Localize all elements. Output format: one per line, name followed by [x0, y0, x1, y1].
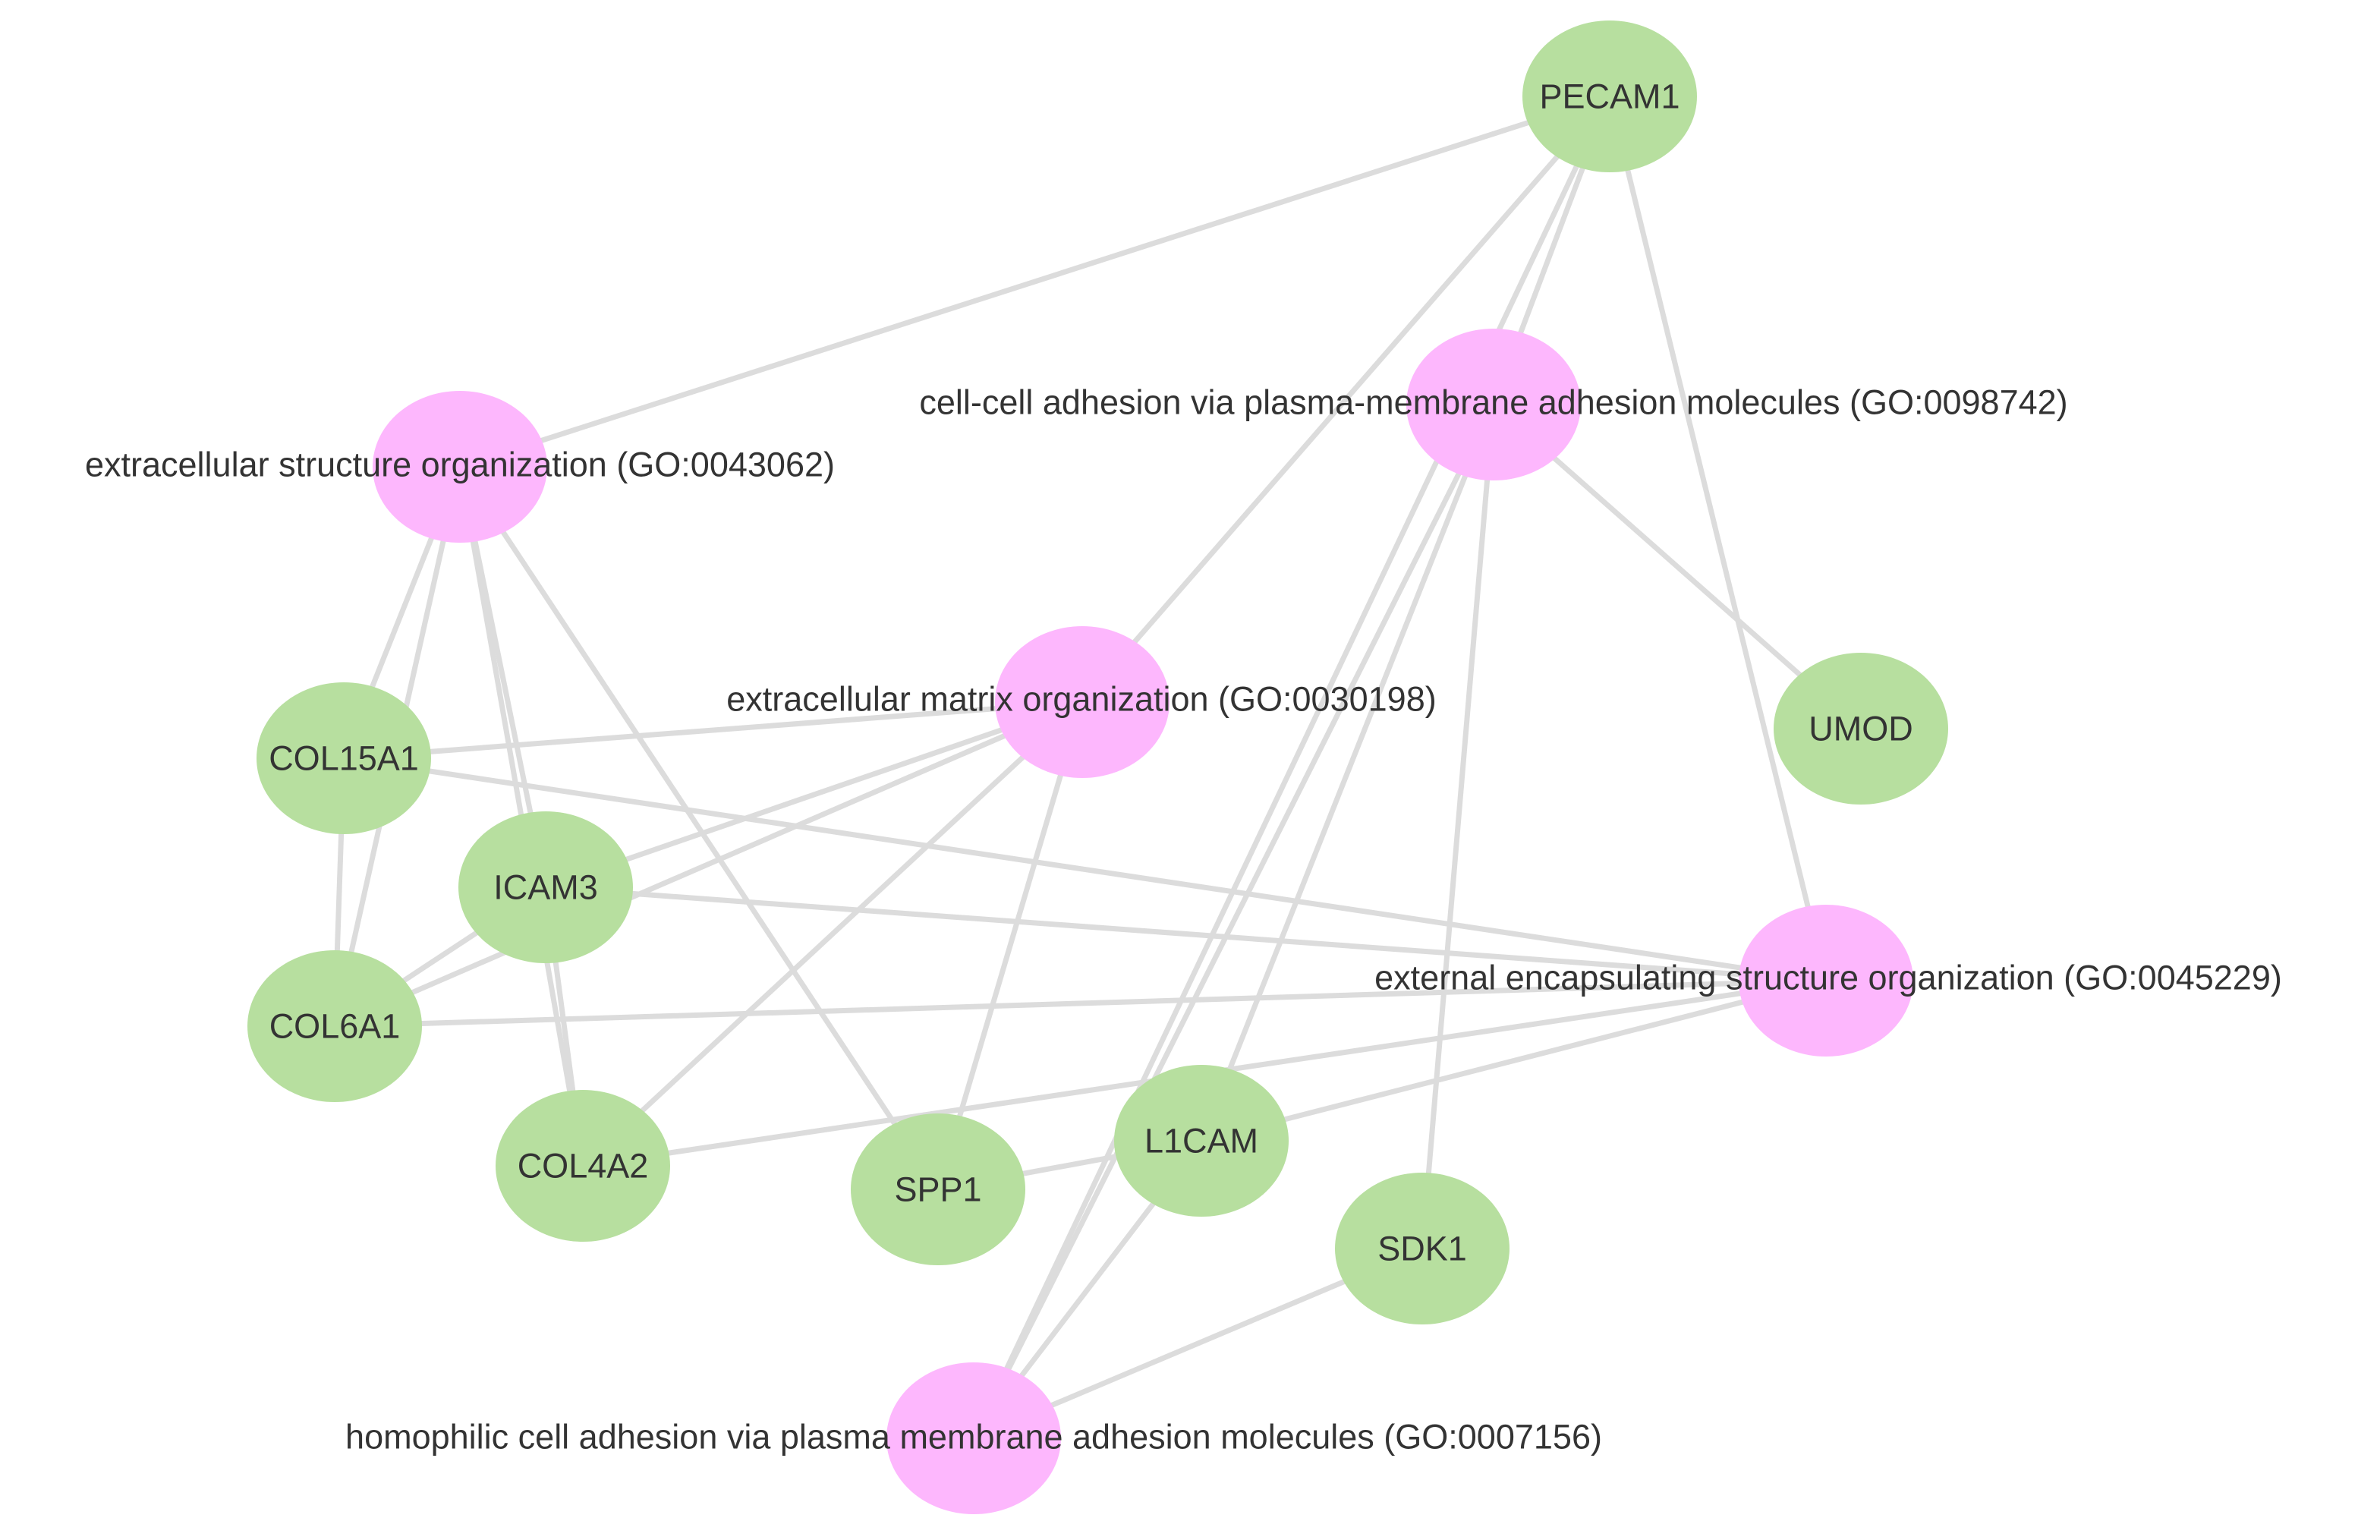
- edge-external-encapsulating-l1cam: [1201, 978, 1827, 1144]
- gene-label-icam3: ICAM3: [493, 868, 598, 907]
- edge-pecam1-extracellular-structure: [458, 93, 1611, 470]
- gene-label-sdk1: SDK1: [1377, 1230, 1467, 1268]
- edge-extracellular-matrix-col4a2: [581, 700, 1085, 1168]
- edge-extracellular-matrix-col15a1: [343, 699, 1083, 761]
- nodes-layer: [247, 20, 1948, 1514]
- edge-extracellular-structure-spp1: [458, 465, 940, 1191]
- gene-node-col4a2[interactable]: [496, 1090, 670, 1242]
- gene-label-col15a1: COL15A1: [269, 739, 419, 778]
- gene-label-pecam1: PECAM1: [1539, 77, 1680, 116]
- term-node-cell-cell-adhesion[interactable]: [1406, 329, 1581, 480]
- edge-pecam1-external-encapsulating: [1607, 96, 1829, 981]
- edge-external-encapsulating-icam3: [545, 884, 1827, 984]
- term-node-external-encapsulating[interactable]: [1739, 905, 1913, 1057]
- edge-cell-cell-adhesion-homophilic-adhesion: [971, 403, 1497, 1440]
- gene-node-col15a1[interactable]: [257, 682, 431, 834]
- term-node-homophilic-adhesion[interactable]: [886, 1362, 1061, 1514]
- labels-layer: PECAM1 UMOD COL15A1 ICAM3 COL6A1 COL4A2 …: [85, 77, 2282, 1457]
- edge-cell-cell-adhesion-sdk1: [1419, 404, 1497, 1249]
- gene-label-l1cam: L1CAM: [1144, 1122, 1258, 1161]
- term-node-extracellular-structure[interactable]: [373, 391, 547, 543]
- gene-node-icam3[interactable]: [458, 811, 633, 963]
- gene-label-spp1: SPP1: [894, 1170, 981, 1209]
- term-label-cell-cell-adhesion: cell-cell adhesion via plasma-membrane a…: [919, 383, 2067, 422]
- edge-extracellular-matrix-col6a1: [333, 699, 1084, 1029]
- edge-cell-cell-adhesion-l1cam: [1198, 403, 1497, 1142]
- term-label-external-encapsulating: external encapsulating structure organiz…: [1374, 959, 2282, 997]
- gene-node-col6a1[interactable]: [247, 950, 422, 1102]
- term-label-extracellular-matrix: extracellular matrix organization (GO:00…: [726, 680, 1436, 719]
- gene-node-pecam1[interactable]: [1522, 20, 1697, 172]
- edge-extracellular-matrix-icam3: [544, 699, 1084, 890]
- term-node-extracellular-matrix[interactable]: [995, 626, 1170, 778]
- edge-pecam1-homophilic-adhesion: [971, 95, 1613, 1440]
- gene-node-l1cam[interactable]: [1114, 1065, 1289, 1217]
- term-label-homophilic-adhesion: homophilic cell adhesion via plasma memb…: [345, 1418, 1602, 1457]
- gene-label-umod: UMOD: [1809, 710, 1912, 748]
- gene-label-col4a2: COL4A2: [518, 1147, 649, 1186]
- edge-external-encapsulating-col15a1: [343, 755, 1827, 984]
- edge-external-encapsulating-col6a1: [334, 978, 1827, 1029]
- gene-label-col6a1: COL6A1: [269, 1007, 401, 1046]
- gene-node-spp1[interactable]: [851, 1113, 1025, 1265]
- gene-node-sdk1[interactable]: [1335, 1173, 1510, 1324]
- term-label-extracellular-structure: extracellular structure organization (GO…: [85, 446, 835, 484]
- gene-node-umod[interactable]: [1774, 653, 1948, 805]
- edge-pecam1-extracellular-matrix: [1080, 94, 1612, 704]
